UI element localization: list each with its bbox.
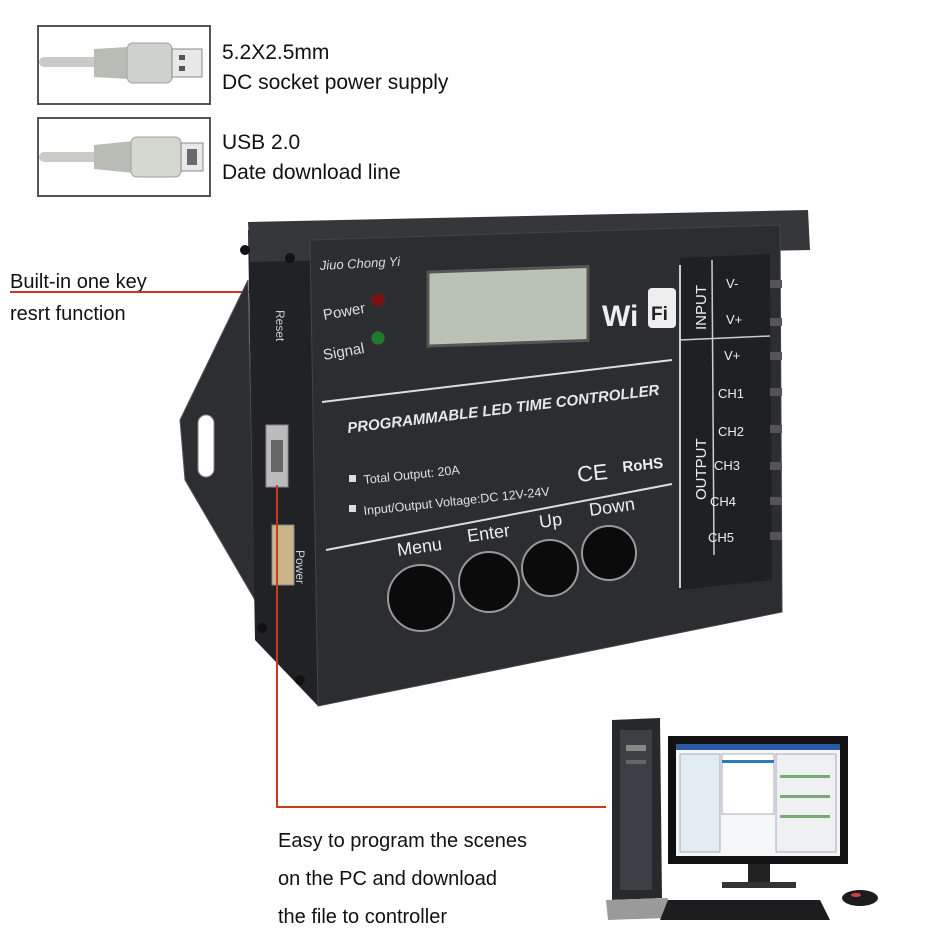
reset-side-label: Reset bbox=[273, 310, 287, 342]
terminal-label: V- bbox=[726, 276, 738, 291]
pc-programming-note: Easy to program the scenes on the PC and… bbox=[278, 822, 527, 936]
wifi-logo-left: Wi bbox=[602, 300, 638, 333]
up-button-label: Up bbox=[538, 509, 564, 532]
terminal-label: CH3 bbox=[714, 458, 740, 473]
ce-mark: CE bbox=[576, 459, 609, 487]
reset-callout-line2: resrt function bbox=[10, 303, 126, 325]
wifi-logo-right: Fi bbox=[651, 304, 668, 325]
usb-cable-box bbox=[37, 117, 211, 197]
usb-caption-line2: Date download line bbox=[222, 161, 401, 184]
terminal-label: V+ bbox=[726, 312, 742, 327]
brand-label: Jiuo Chong Yi bbox=[318, 254, 401, 273]
reset-callout: Built-in one key resrt function bbox=[10, 266, 147, 330]
desktop-computer-illustration bbox=[606, 718, 878, 920]
dc-cable-caption: 5.2X2.5mm DC socket power supply bbox=[222, 38, 448, 98]
usb-b-plug-icon bbox=[39, 136, 204, 178]
rohs-mark: RoHS bbox=[622, 455, 664, 476]
terminal-label: CH4 bbox=[710, 494, 736, 509]
usb-cable-caption: USB 2.0 Date download line bbox=[222, 128, 401, 188]
input-group-label: INPUT bbox=[693, 285, 710, 330]
dc-cable-box bbox=[37, 25, 211, 105]
reset-callout-line bbox=[10, 291, 265, 293]
terminal-label: CH5 bbox=[708, 530, 734, 545]
usb-to-pc-line-vertical bbox=[276, 485, 278, 808]
terminal-label: CH1 bbox=[718, 386, 744, 401]
pc-note-line3: the file to controller bbox=[278, 906, 447, 928]
dc-caption-line1: 5.2X2.5mm bbox=[222, 41, 330, 64]
pc-note-line1: Easy to program the scenes bbox=[278, 830, 528, 852]
usb-to-pc-line-horizontal bbox=[276, 806, 606, 808]
terminal-label: CH2 bbox=[718, 424, 744, 439]
pc-note-line2: on the PC and download bbox=[278, 868, 498, 890]
power-side-label: Power bbox=[293, 550, 307, 584]
usb-caption-line1: USB 2.0 bbox=[222, 131, 301, 154]
usb-a-plug-icon bbox=[39, 42, 203, 84]
reset-callout-line1: Built-in one key bbox=[10, 271, 147, 293]
signal-led-label: Signal bbox=[322, 340, 366, 364]
led-controller-device: Jiuo Chong Yi Power Signal Wi Fi PROGRAM… bbox=[179, 210, 810, 707]
output-group-label: OUTPUT bbox=[693, 438, 710, 500]
terminal-label: V+ bbox=[724, 348, 740, 363]
dc-caption-line2: DC socket power supply bbox=[222, 71, 449, 94]
